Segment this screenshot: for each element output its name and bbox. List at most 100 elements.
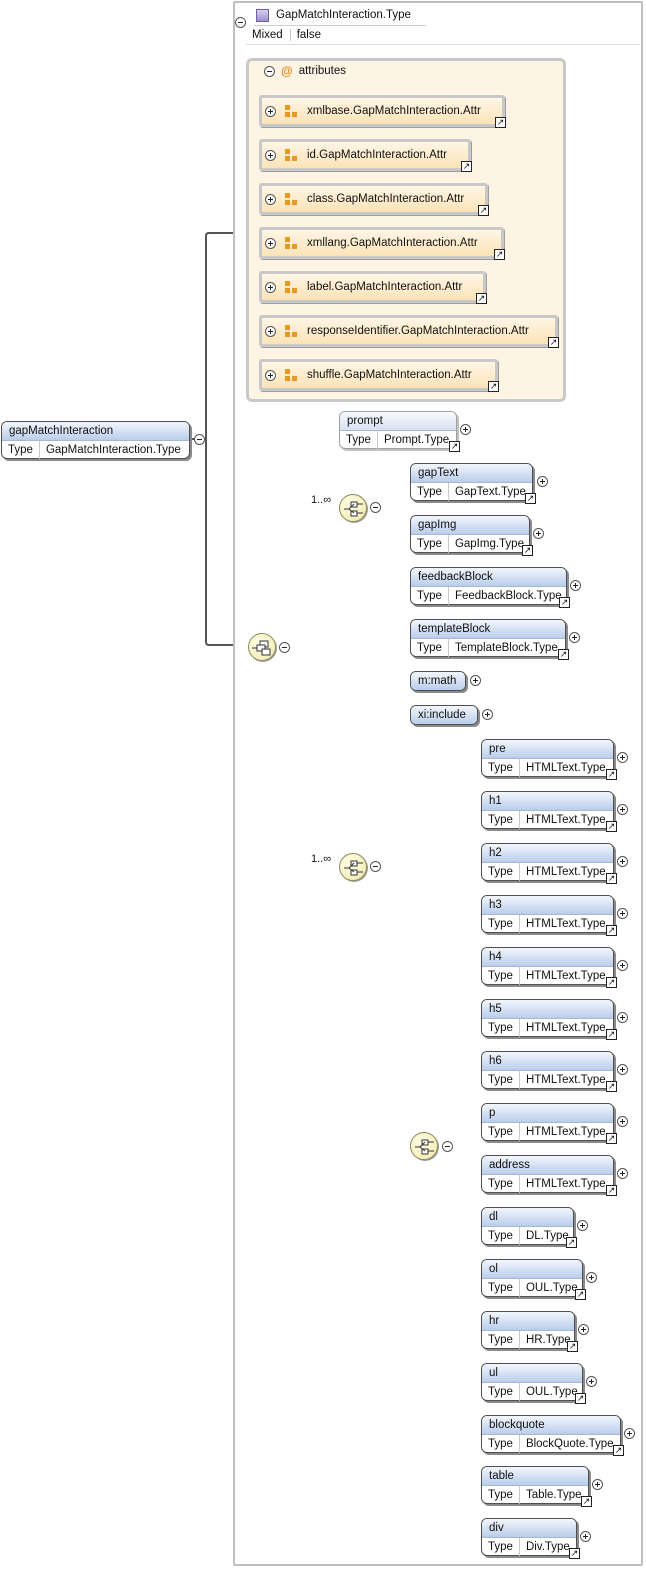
link-arrow-icon[interactable]: ↗ <box>559 597 570 608</box>
link-arrow-icon[interactable]: ↗ <box>494 249 505 260</box>
link-arrow-icon[interactable]: ↗ <box>606 821 617 832</box>
link-arrow-icon[interactable]: ↗ <box>476 293 487 304</box>
link-arrow-icon[interactable]: ↗ <box>575 1393 586 1404</box>
link-arrow-icon[interactable]: ↗ <box>613 1445 624 1456</box>
link-arrow-icon[interactable]: ↗ <box>449 441 460 452</box>
expand-element-icon[interactable] <box>617 1012 628 1023</box>
link-arrow-icon[interactable]: ↗ <box>558 649 569 660</box>
link-arrow-icon[interactable]: ↗ <box>606 1029 617 1040</box>
link-arrow-icon[interactable]: ↗ <box>606 977 617 988</box>
collapse-root-icon[interactable] <box>194 434 205 445</box>
expand-gapimg-icon[interactable] <box>533 528 544 539</box>
collapse-type-icon[interactable] <box>235 17 246 28</box>
expand-element-icon[interactable] <box>586 1376 597 1387</box>
attribute-group-ref[interactable]: xmllang.GapMatchInteraction.Attr ↗ <box>259 227 505 260</box>
expand-element-icon[interactable] <box>624 1428 635 1439</box>
link-arrow-icon[interactable]: ↗ <box>606 1081 617 1092</box>
expand-attribute-icon[interactable] <box>265 105 276 117</box>
xi-include-element[interactable]: xi:include <box>410 705 478 725</box>
choice-compositor[interactable] <box>339 494 367 522</box>
link-arrow-icon[interactable]: ↗ <box>606 873 617 884</box>
expand-element-icon[interactable] <box>592 1479 603 1490</box>
link-arrow-icon[interactable]: ↗ <box>581 1496 592 1507</box>
link-arrow-icon[interactable]: ↗ <box>575 1289 586 1300</box>
attribute-group-ref[interactable]: class.GapMatchInteraction.Attr ↗ <box>259 183 489 216</box>
attribute-group-ref[interactable]: label.GapMatchInteraction.Attr ↗ <box>259 271 487 304</box>
link-arrow-icon[interactable]: ↗ <box>461 161 472 172</box>
expand-element-icon[interactable] <box>617 752 628 763</box>
expand-element-icon[interactable] <box>617 908 628 919</box>
link-arrow-icon[interactable]: ↗ <box>567 1341 578 1352</box>
link-arrow-icon[interactable]: ↗ <box>495 117 506 128</box>
expand-element-icon[interactable] <box>578 1324 589 1335</box>
expand-attribute-icon[interactable] <box>265 149 276 161</box>
expand-attribute-icon[interactable] <box>265 369 276 381</box>
link-arrow-icon[interactable]: ↗ <box>569 1548 580 1559</box>
link-arrow-icon[interactable]: ↗ <box>548 337 559 348</box>
expand-attribute-icon[interactable] <box>265 325 276 337</box>
expand-xi-include-icon[interactable] <box>482 709 493 720</box>
templateblock-element[interactable]: templateBlock Type TemplateBlock.Type ↗ <box>410 619 569 660</box>
expand-gaptext-icon[interactable] <box>537 476 548 487</box>
expand-templateblock-icon[interactable] <box>569 632 580 643</box>
gaptext-element[interactable]: gapText Type GapText.Type ↗ <box>410 463 536 504</box>
link-arrow-icon[interactable]: ↗ <box>606 1185 617 1196</box>
expand-element-icon[interactable] <box>617 1168 628 1179</box>
link-arrow-icon[interactable]: ↗ <box>606 1133 617 1144</box>
link-arrow-icon[interactable]: ↗ <box>606 769 617 780</box>
expand-element-icon[interactable] <box>617 1116 628 1127</box>
link-arrow-icon[interactable]: ↗ <box>525 493 536 504</box>
attribute-group-ref[interactable]: shuffle.GapMatchInteraction.Attr ↗ <box>259 359 499 392</box>
root-element[interactable]: gapMatchInteraction Type GapMatchInterac… <box>1 421 190 459</box>
expand-element-icon[interactable] <box>617 804 628 815</box>
gapimg-element[interactable]: gapImg Type GapImg.Type ↗ <box>410 515 533 556</box>
collapse-choice-icon[interactable] <box>370 502 381 513</box>
expand-element-icon[interactable] <box>617 856 628 867</box>
collapse-sequence-icon[interactable] <box>279 642 290 653</box>
prompt-element[interactable]: prompt Type Prompt.Type ↗ <box>339 411 460 452</box>
attribute-group-ref[interactable]: id.GapMatchInteraction.Attr ↗ <box>259 139 472 172</box>
expand-element-icon[interactable] <box>617 1064 628 1075</box>
expand-element-icon[interactable] <box>577 1220 588 1231</box>
expand-attribute-icon[interactable] <box>265 193 276 205</box>
expand-element-icon[interactable] <box>617 960 628 971</box>
expand-element-icon[interactable] <box>580 1531 591 1542</box>
attribute-group-ref[interactable]: xmlbase.GapMatchInteraction.Attr ↗ <box>259 95 506 128</box>
expand-attribute-icon[interactable] <box>265 281 276 293</box>
link-arrow-icon[interactable]: ↗ <box>488 381 499 392</box>
link-arrow-icon[interactable]: ↗ <box>478 205 489 216</box>
expand-element-icon[interactable] <box>586 1272 597 1283</box>
choice-compositor[interactable] <box>410 1132 438 1160</box>
link-arrow-icon[interactable]: ↗ <box>606 925 617 936</box>
expand-attribute-icon[interactable] <box>265 237 276 249</box>
link-arrow-icon[interactable]: ↗ <box>566 1237 577 1248</box>
feedbackblock-element[interactable]: feedbackBlock Type FeedbackBlock.Type ↗ <box>410 567 570 608</box>
math-element[interactable]: m:math <box>410 671 466 691</box>
expand-math-icon[interactable] <box>470 675 481 686</box>
collapse-attributes-icon[interactable] <box>264 65 275 77</box>
expand-prompt-icon[interactable] <box>460 424 471 435</box>
collapse-html-choice-icon[interactable] <box>442 1141 453 1152</box>
attribute-group-ref[interactable]: responseIdentifier.GapMatchInteraction.A… <box>259 315 559 348</box>
sequence-compositor[interactable] <box>248 633 276 661</box>
expand-feedbackblock-icon[interactable] <box>570 580 581 591</box>
collapse-block-choice-icon[interactable] <box>370 861 381 872</box>
link-arrow-icon[interactable]: ↗ <box>522 545 533 556</box>
sequence-compositor[interactable] <box>339 853 367 881</box>
